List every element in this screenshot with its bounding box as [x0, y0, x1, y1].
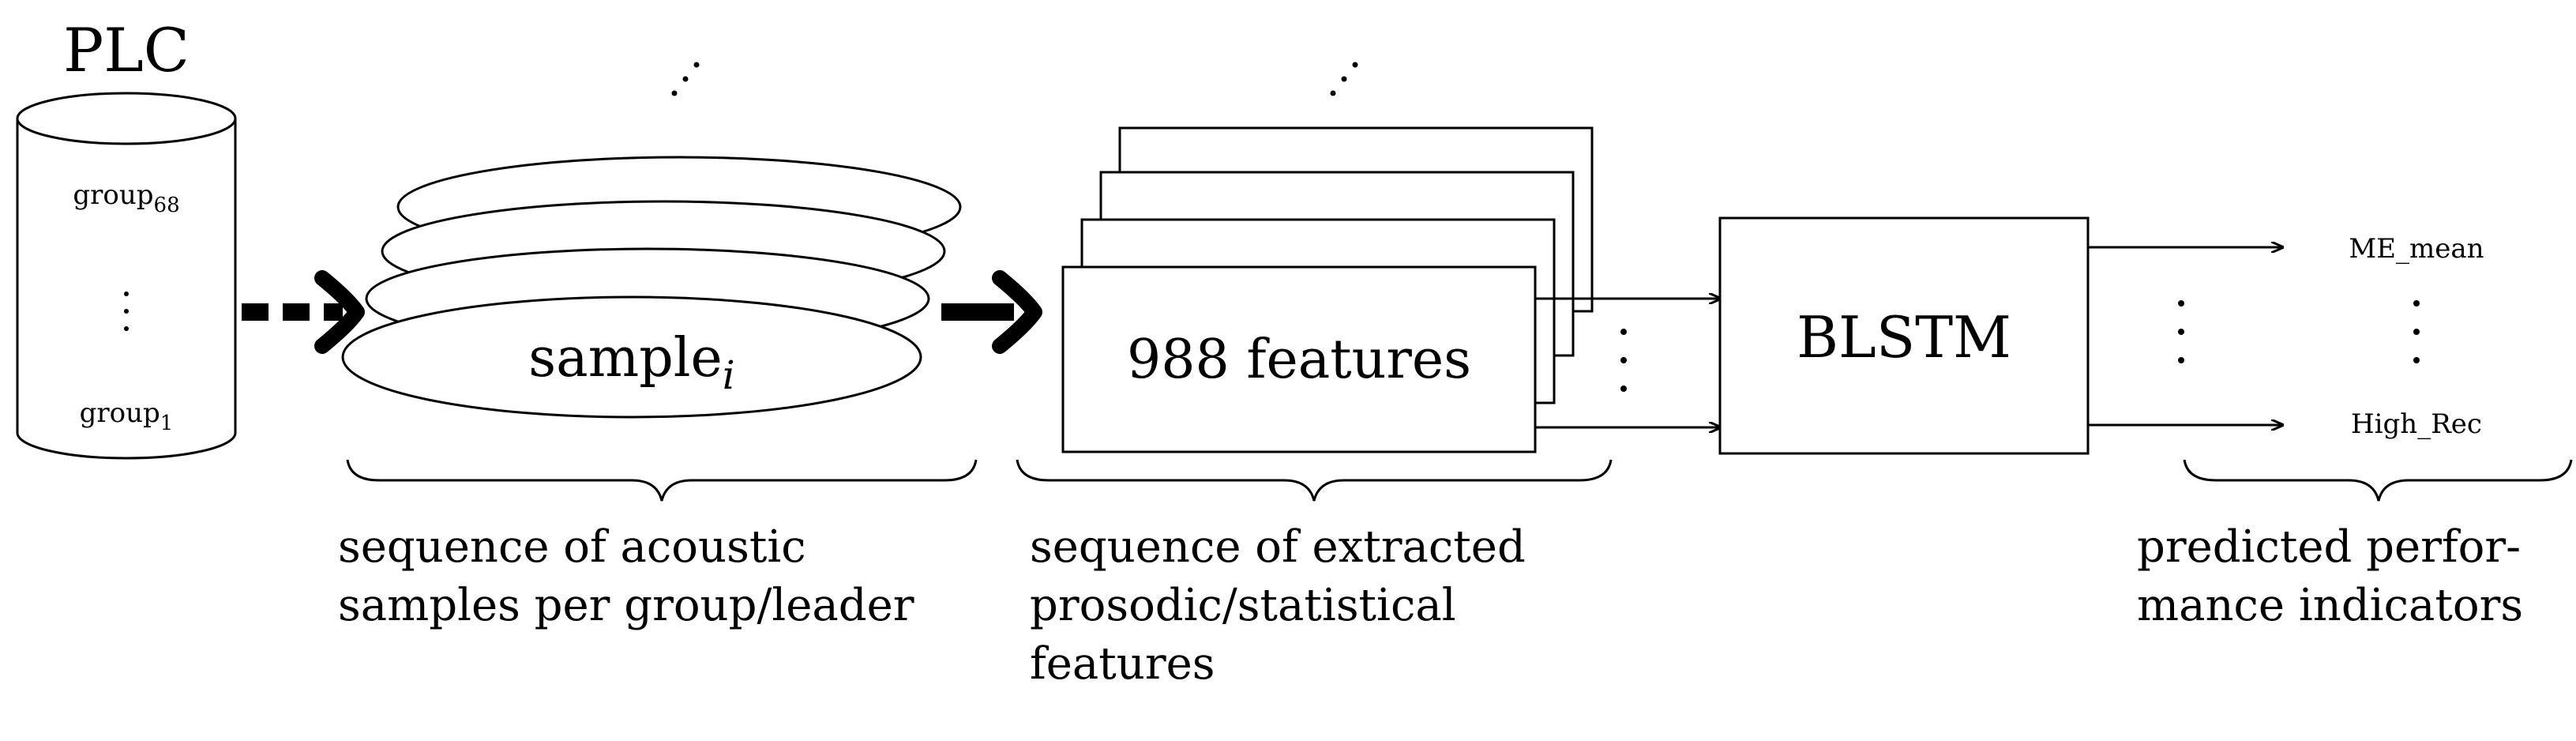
sample-ellipse-front [341, 295, 922, 419]
features-diagonal-dots [1330, 62, 1358, 96]
plc-database: PLC group68 group1 [16, 15, 237, 460]
outputs-caption-line-1: predicted perfor- [2137, 521, 2522, 573]
dashed-bold-arrow [242, 270, 365, 354]
blstm-block: BLSTM [1718, 216, 2090, 455]
database-top-group-label: group68 [73, 179, 179, 217]
database-title: PLC [63, 15, 190, 85]
feature-sheet-front [1061, 265, 1537, 453]
solid-bold-arrow [941, 270, 1042, 354]
features-caption-line-3: features [1030, 638, 1215, 690]
samples-brace [346, 459, 978, 502]
database-vertical-dots [124, 292, 129, 331]
features-caption-line-1: sequence of extracted [1030, 521, 1526, 573]
database-bottom-group-label: group1 [80, 397, 174, 435]
samples-caption-line-2: samples per group/leader [338, 580, 914, 631]
outputs-brace [2183, 459, 2573, 502]
output-bottom-label: High_Rec [2351, 408, 2482, 440]
samples-stack: samplei [341, 156, 962, 419]
features-brace [1016, 459, 1613, 502]
blstm-label: BLSTM [1797, 304, 2011, 370]
outputs-caption: predicted perfor- mance indicators [2137, 518, 2523, 635]
features-stack: 988 features [1061, 126, 1594, 453]
features-caption-line-2: prosodic/statistical [1030, 580, 1456, 631]
outputs-caption-line-2: mance indicators [2137, 580, 2524, 631]
samples-caption-line-1: sequence of acoustic [338, 521, 806, 573]
output-top-label: ME_mean [2349, 233, 2484, 265]
input-vertical-dots [1620, 329, 1627, 392]
samples-caption: sequence of acoustic samples per group/l… [338, 518, 914, 635]
outputs-vertical-dots [2413, 300, 2420, 363]
samples-diagonal-dots [671, 62, 700, 96]
features-label: 988 features [1127, 329, 1471, 391]
output-vertical-dots [2178, 300, 2184, 363]
features-caption: sequence of extracted prosodic/statistic… [1030, 518, 1526, 694]
sample-label: samplei [528, 327, 734, 398]
